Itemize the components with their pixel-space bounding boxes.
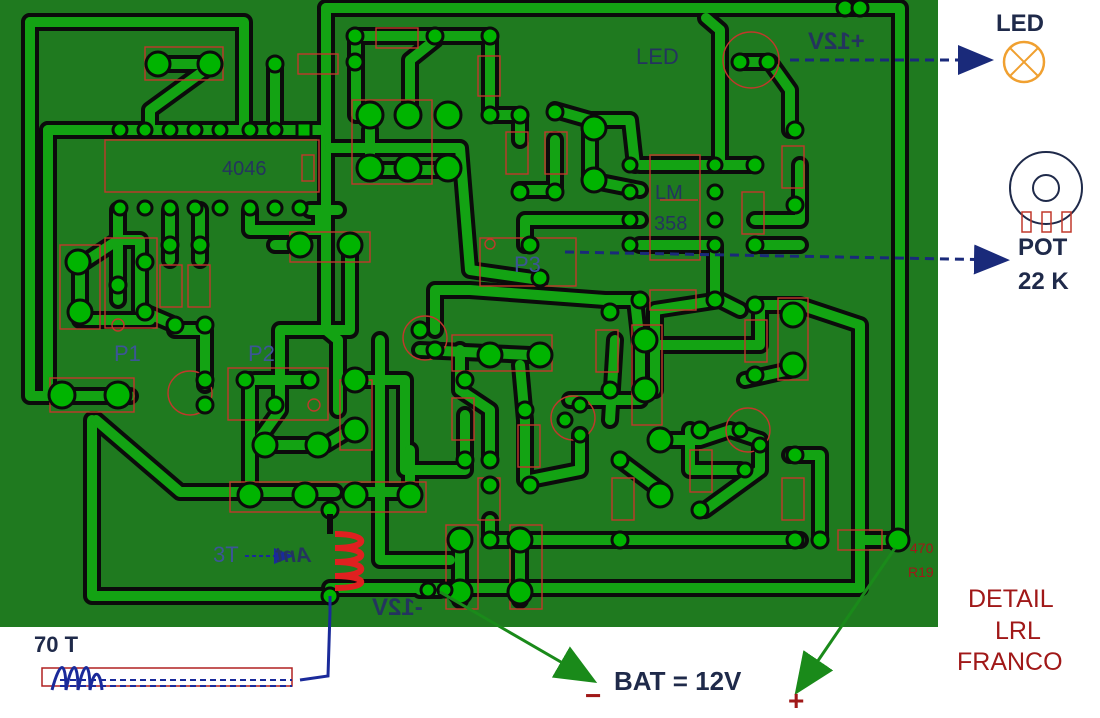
caption-line-2: LRL bbox=[995, 617, 1041, 645]
ic-lm358-label-bottom: 358 bbox=[654, 213, 688, 235]
led-footprint bbox=[722, 31, 780, 89]
pot-arrow bbox=[564, 244, 1010, 275]
silkscreen-marks bbox=[301, 154, 698, 201]
antenna-label: Ant bbox=[276, 544, 311, 567]
ic-lm358-outline bbox=[649, 154, 701, 261]
search-coil-turns-label: 70 T bbox=[34, 632, 79, 657]
resistor-value-label: 470 bbox=[910, 540, 934, 556]
battery-plus-sign: + bbox=[788, 685, 805, 716]
battery-minus-sign: − bbox=[585, 680, 602, 711]
ic-lm358-label-top: LM bbox=[655, 182, 683, 204]
bat-plus-arrow bbox=[794, 547, 897, 695]
pot-p1-footprint bbox=[167, 370, 213, 416]
bat-minus-arrow bbox=[439, 590, 598, 684]
pos-supply-label: +12V bbox=[808, 28, 865, 55]
ic-4046-label: 4046 bbox=[222, 158, 267, 180]
pot-p1-label: P1 bbox=[114, 341, 141, 366]
connection-arrows bbox=[245, 45, 1010, 695]
battery-label: BAT = 12V bbox=[614, 666, 742, 696]
external-pot-title: POT bbox=[1018, 234, 1068, 261]
component-pads bbox=[47, 0, 911, 606]
ic-4046-outline bbox=[104, 139, 320, 193]
external-pot-value: 22 K bbox=[1018, 268, 1069, 295]
caption-line-3: FRANCO bbox=[957, 648, 1063, 676]
search-coil bbox=[41, 666, 293, 691]
antenna-coil bbox=[327, 514, 365, 591]
resistor-ref-label: R19 bbox=[908, 564, 934, 580]
led-symbol-icon bbox=[1002, 40, 1046, 84]
potentiometer-icon bbox=[1009, 151, 1083, 233]
neg-supply-label: -12V bbox=[372, 594, 423, 621]
search-coil-wire bbox=[299, 596, 332, 682]
external-led-title: LED bbox=[996, 10, 1044, 37]
caption-line-1: DETAIL bbox=[968, 585, 1054, 613]
pot-p2-label: P2 bbox=[248, 341, 275, 366]
coil-turns-label: 3T bbox=[213, 542, 239, 567]
led-pad-label: LED bbox=[636, 44, 679, 69]
pot-p3-label: P3 bbox=[514, 252, 541, 277]
copper-tracks bbox=[21, 0, 909, 609]
pot-p2-outline bbox=[227, 367, 329, 421]
